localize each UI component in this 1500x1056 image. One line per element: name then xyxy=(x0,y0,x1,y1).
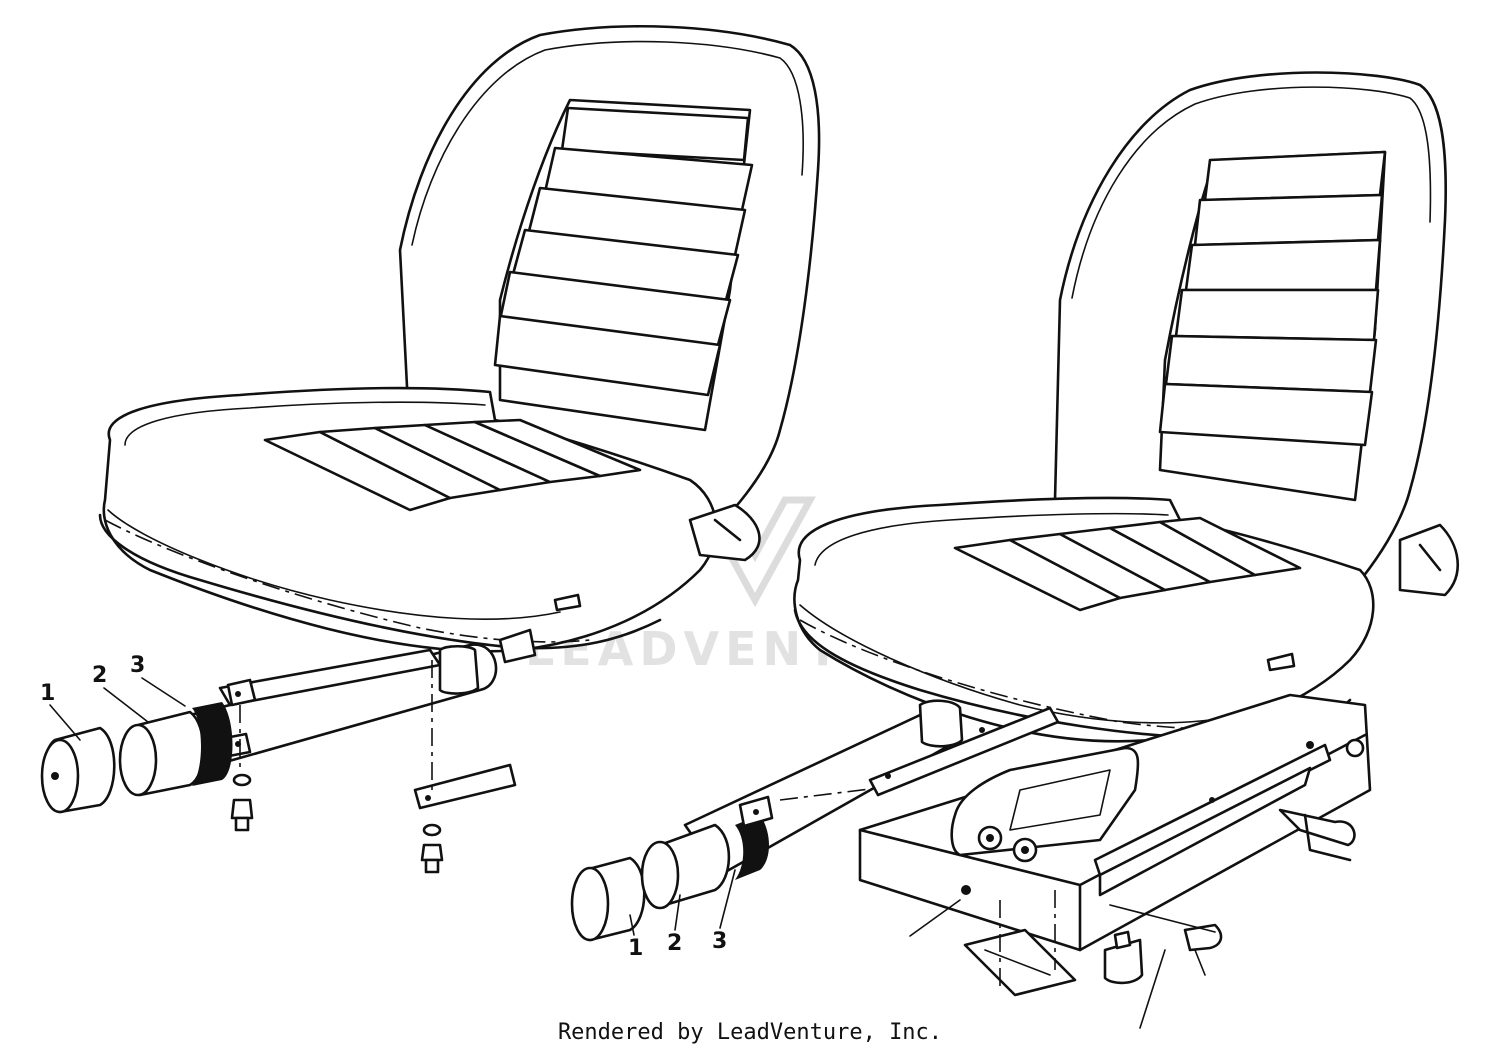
right-callout-3: 3 xyxy=(712,929,727,954)
right-part-3-band xyxy=(735,795,774,880)
right-callout-2: 2 xyxy=(667,931,682,956)
left-part-3-band xyxy=(192,702,233,786)
right-part-1-end-cap xyxy=(570,856,646,942)
left-callout-1: 1 xyxy=(40,681,55,706)
right-seat-suspension xyxy=(683,693,1372,1029)
left-fasteners xyxy=(230,773,444,874)
left-seat xyxy=(98,24,821,664)
left-part-2-tube xyxy=(118,710,205,797)
left-callout-2: 2 xyxy=(92,663,107,688)
left-callouts: 1 2 3 xyxy=(40,653,186,741)
right-seat xyxy=(793,71,1459,743)
left-part-1-end-cap xyxy=(40,726,116,814)
left-seat-rails xyxy=(188,643,517,810)
right-callout-1: 1 xyxy=(628,936,643,961)
right-part-2-tube xyxy=(640,823,731,910)
right-callouts: 1 2 3 xyxy=(628,869,736,961)
left-callout-3: 3 xyxy=(130,653,145,678)
footer-credit: Rendered by LeadVenture, Inc. xyxy=(557,1020,943,1045)
